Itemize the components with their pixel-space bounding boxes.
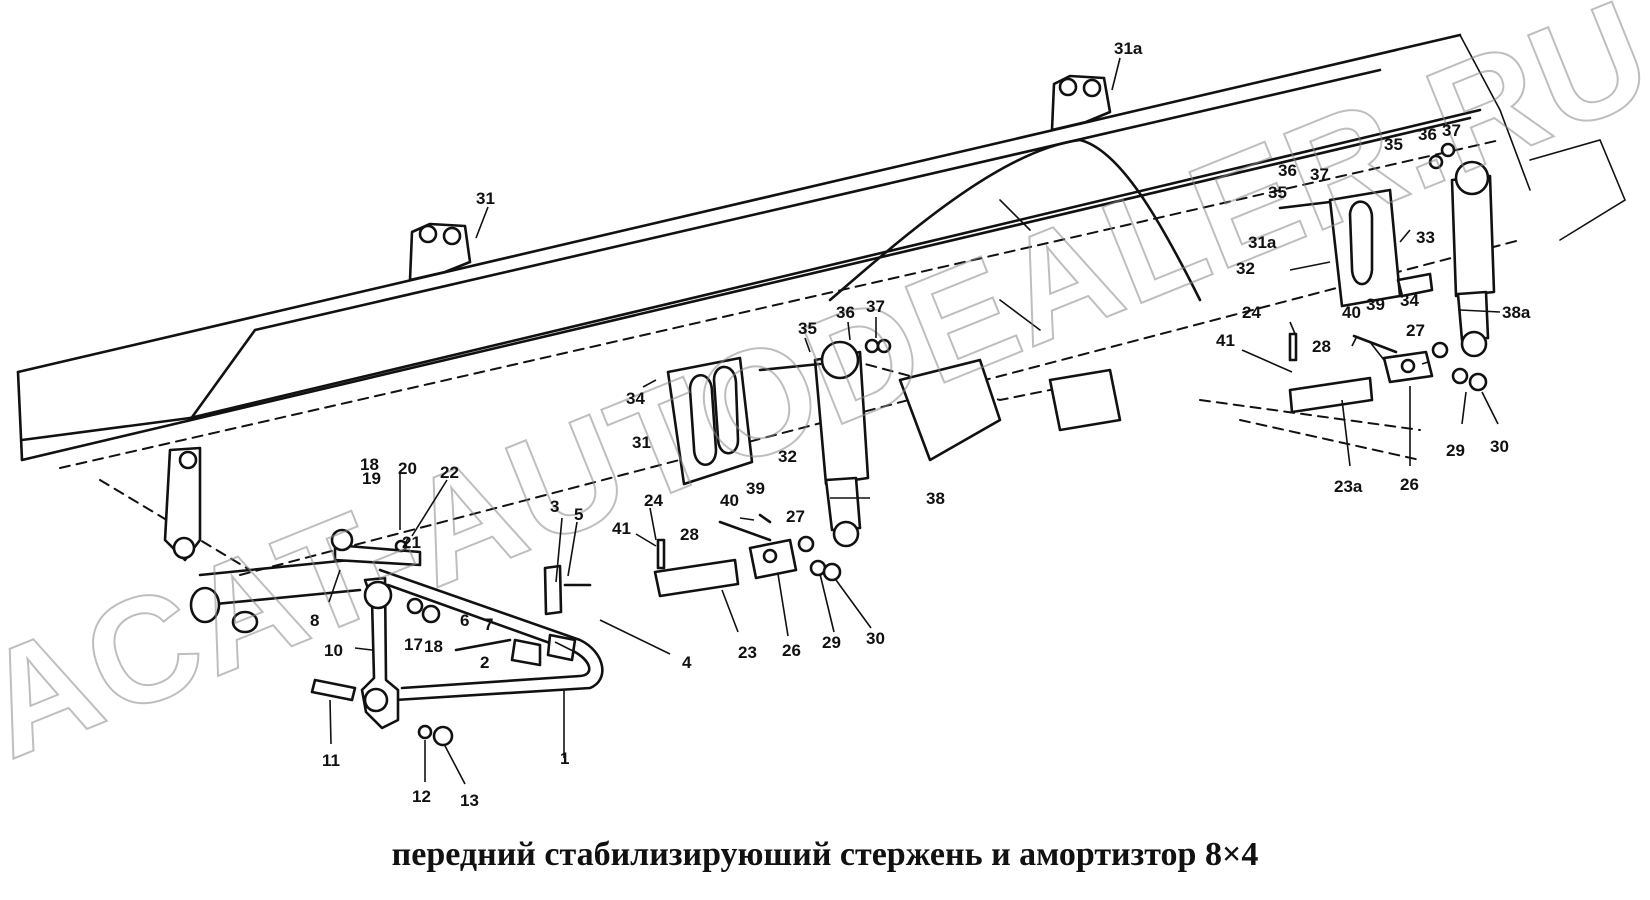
callout-6: 6	[460, 611, 469, 630]
callout-35-rear: 35	[1268, 183, 1287, 202]
callout-36-mid: 36	[836, 303, 855, 322]
stabilizer-bar	[378, 568, 604, 702]
callout-28-rear: 28	[1312, 337, 1331, 356]
callout-3: 3	[550, 497, 559, 516]
mount-23a	[1199, 332, 1488, 461]
callout-12: 12	[412, 787, 431, 806]
crossmember	[828, 138, 1202, 462]
callout-5: 5	[574, 505, 583, 524]
diagram-caption: передний стабилизируюший стержень и амор…	[391, 836, 1259, 873]
callout-24-rear: 24	[1242, 303, 1261, 322]
callout-37-rear: 37	[1442, 121, 1461, 140]
callout-20: 20	[398, 459, 417, 478]
shock-bracket-front	[666, 356, 754, 486]
svg-text:ACAT-AUTODEALER.RU: ACAT-AUTODEALER.RU	[0, 0, 1650, 791]
shock-absorber-38	[758, 338, 892, 548]
callout-31a-top: 31a	[1114, 39, 1143, 58]
stabilizer-link	[310, 528, 422, 730]
callout-7: 7	[484, 615, 493, 634]
callout-27-rear: 27	[1406, 321, 1425, 340]
callout-19: 19	[362, 469, 381, 488]
hardware-front	[394, 539, 592, 747]
callout-41-mid: 41	[612, 519, 631, 538]
callout-39-mid: 39	[746, 479, 765, 498]
bracket-31	[408, 222, 472, 282]
callout-2: 2	[480, 653, 489, 672]
callout-26-rear: 26	[1400, 475, 1419, 494]
callout-18: 18	[424, 637, 443, 656]
callout-4: 4	[682, 653, 692, 672]
callout-21: 21	[402, 533, 421, 552]
callout-30-mid: 30	[866, 629, 885, 648]
watermark: ACAT-AUTODEALER.RU	[0, 0, 1650, 791]
shock-absorber-38a	[1278, 142, 1496, 358]
callout-38: 38	[926, 489, 945, 508]
callout-35-mid: 35	[798, 319, 817, 338]
bracket-31a	[1050, 74, 1112, 132]
callout-40-rear: 40	[1342, 303, 1361, 322]
callout-34-rear: 34	[1400, 291, 1419, 310]
leader-lines	[328, 57, 1501, 785]
callout-26-mid: 26	[782, 641, 801, 660]
callout-27-mid: 27	[786, 507, 805, 526]
callout-31a-rear: 31a	[1248, 233, 1277, 252]
callout-40-mid: 40	[720, 491, 739, 510]
callout-8: 8	[310, 611, 319, 630]
callout-36-rear: 36	[1418, 125, 1437, 144]
callout-32-mid: 32	[778, 447, 797, 466]
frame-rail	[16, 33, 1627, 576]
callout-36-rear-b: 36	[1278, 161, 1297, 180]
callout-31-mid: 31	[632, 433, 651, 452]
callout-17: 17	[404, 635, 423, 654]
callout-37-rear-b: 37	[1310, 165, 1329, 184]
front-shackle	[163, 446, 362, 634]
callout-22: 22	[440, 463, 459, 482]
callout-23: 23	[738, 643, 757, 662]
callout-23a: 23a	[1334, 477, 1363, 496]
callout-11: 11	[322, 751, 340, 770]
shock-bracket-rear	[1328, 188, 1434, 308]
callout-1: 1	[560, 749, 569, 768]
callout-30-rear: 30	[1490, 437, 1509, 456]
callout-31-top: 31	[476, 189, 495, 208]
callout-28-mid: 28	[680, 525, 699, 544]
callout-10: 10	[324, 641, 343, 660]
callout-18-left: 18	[360, 455, 379, 474]
callout-34-mid: 34	[626, 389, 645, 408]
callout-labels: 31a 31 35 36 37 36 37 35 31a 32 33 34 38…	[310, 39, 1531, 810]
callout-39-rear: 39	[1366, 295, 1385, 314]
callout-38a: 38a	[1502, 303, 1531, 322]
callout-41-rear: 41	[1216, 331, 1235, 350]
mount-23	[653, 513, 842, 598]
callout-33: 33	[1416, 228, 1435, 247]
callout-29-rear: 29	[1446, 441, 1465, 460]
callout-37-mid: 37	[866, 297, 885, 316]
callout-29-mid: 29	[822, 633, 841, 652]
callout-35-top: 35	[1384, 135, 1403, 154]
callout-24-mid: 24	[644, 491, 663, 510]
callout-32-rear: 32	[1236, 259, 1255, 278]
callout-13: 13	[460, 791, 479, 810]
